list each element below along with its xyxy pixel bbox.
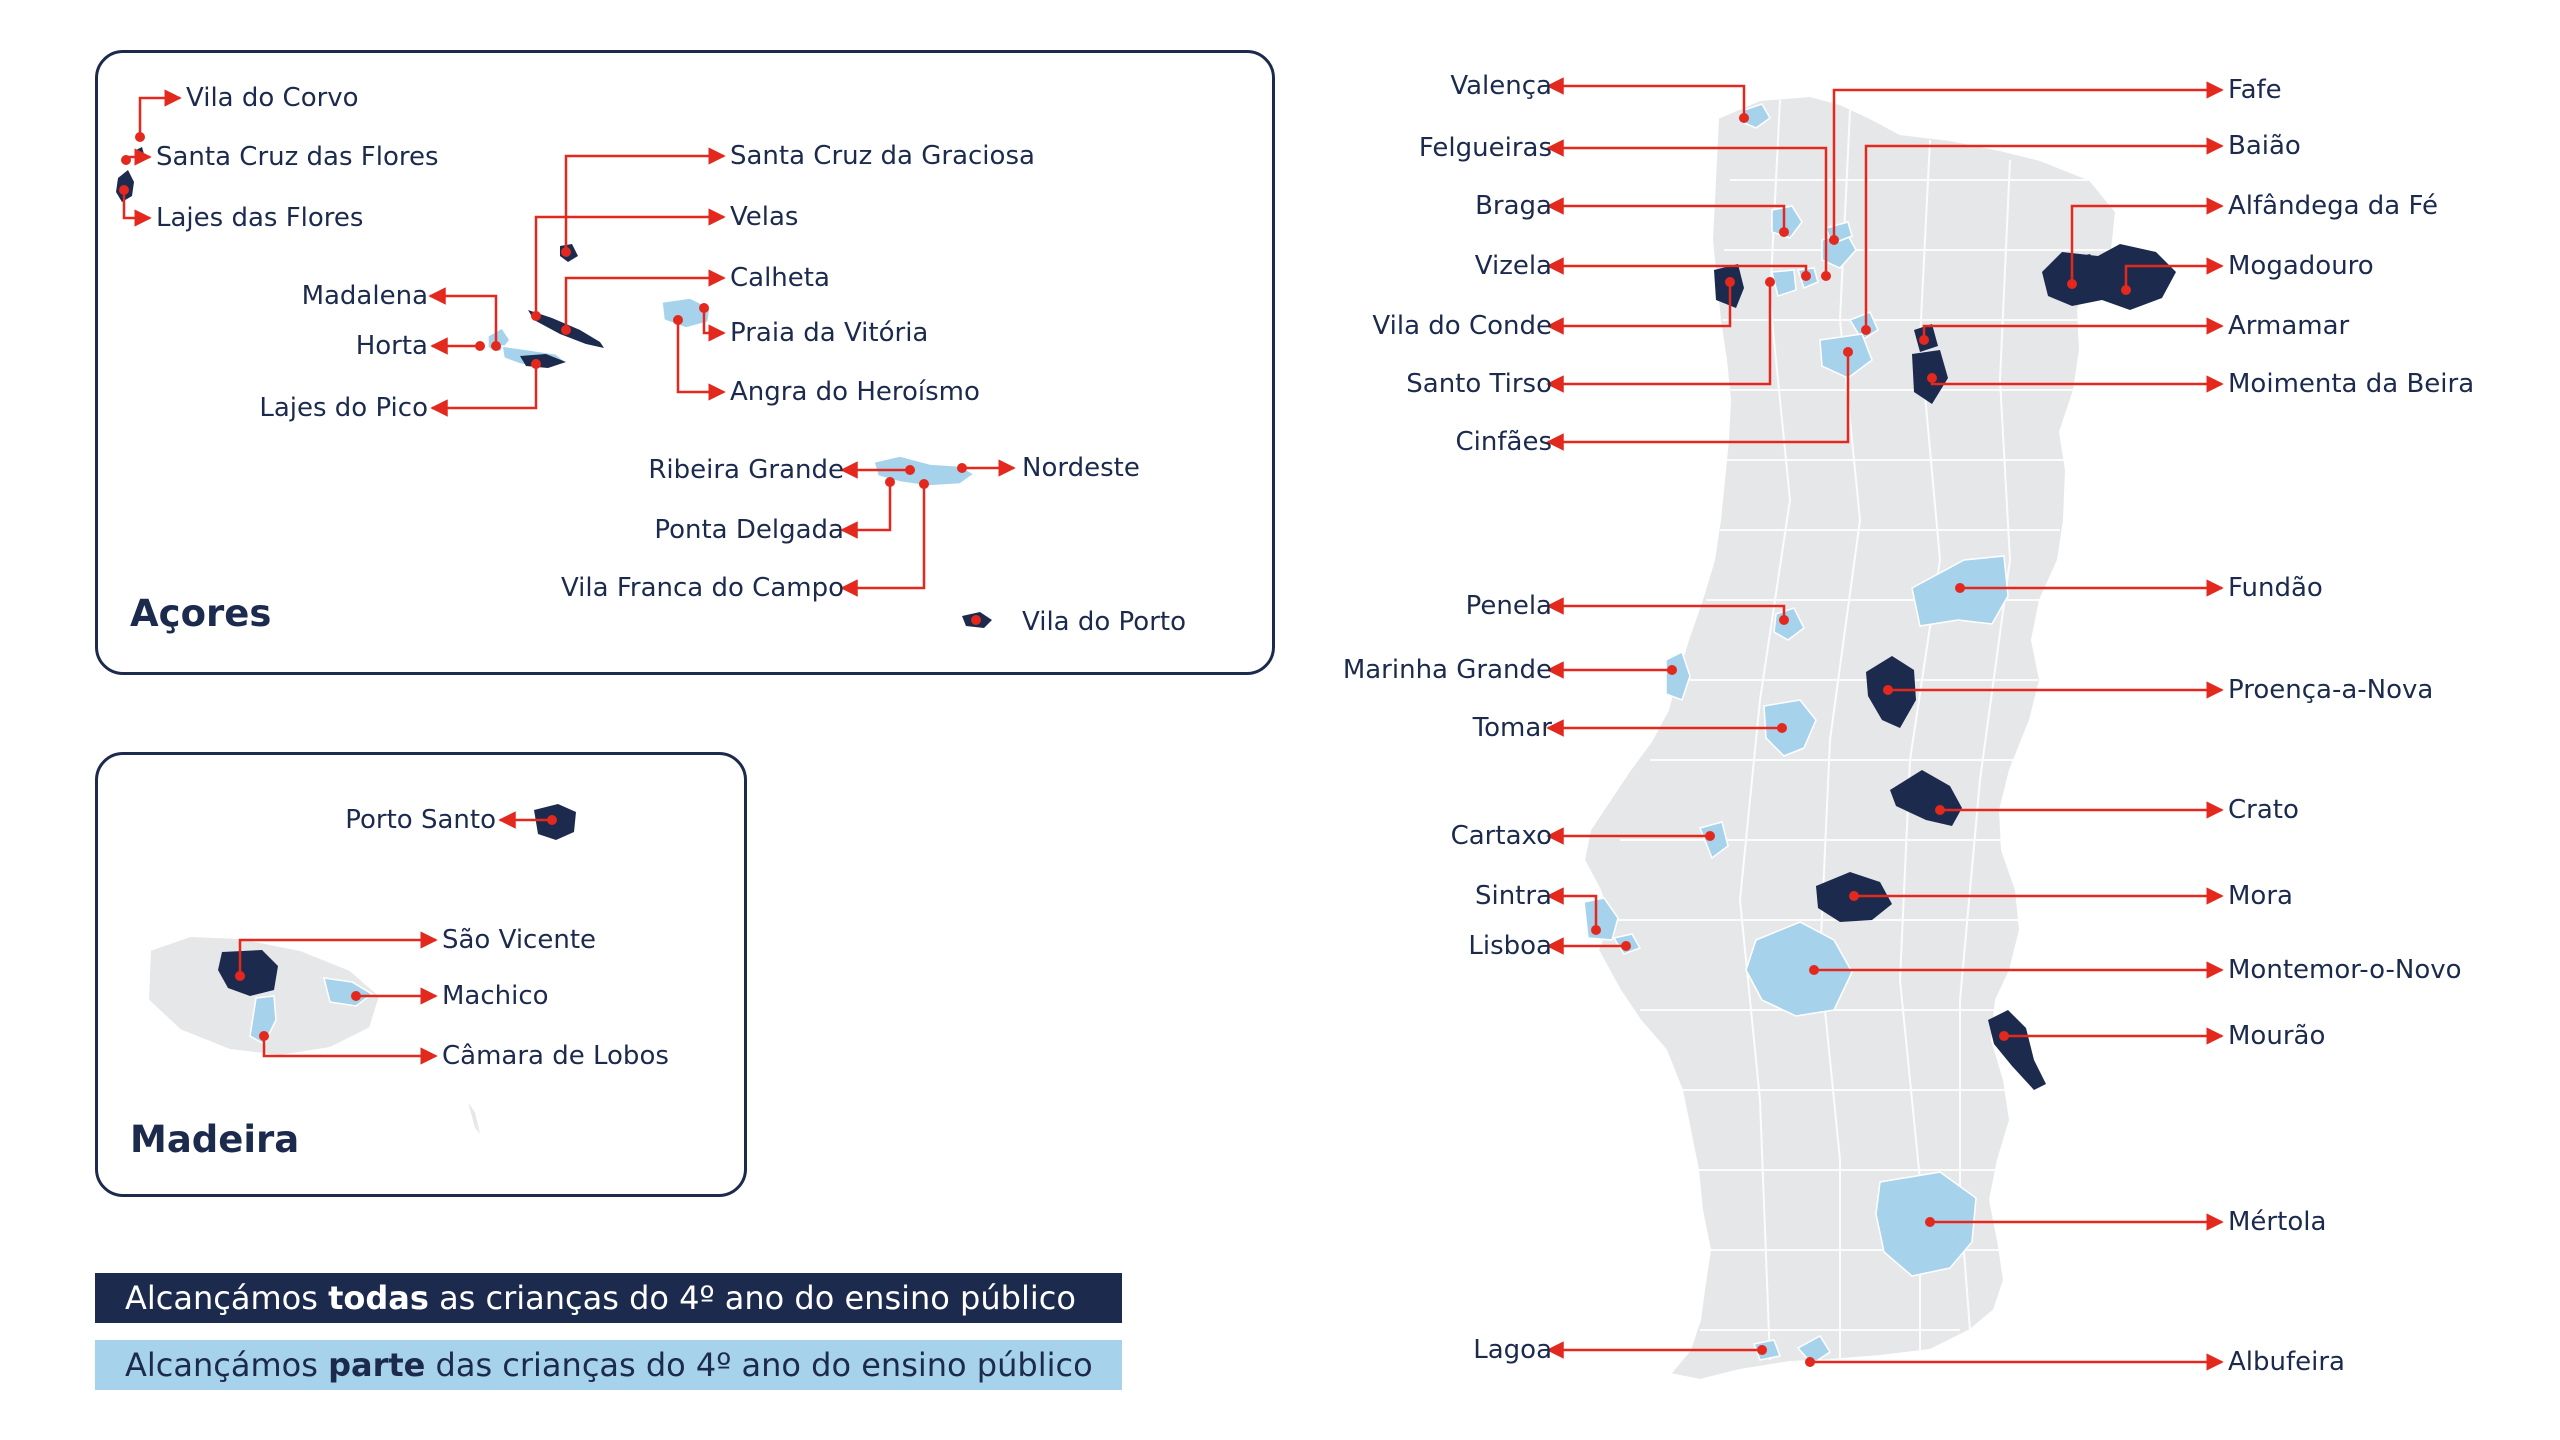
label-calheta: Calheta <box>730 263 830 293</box>
mainland-left-markers <box>1591 113 1853 1355</box>
label-albufeira: Albufeira <box>2228 1347 2345 1377</box>
label-vila-do-porto: Vila do Porto <box>1022 607 1186 637</box>
legend-full-post: as crianças do 4º ano do ensino público <box>428 1279 1076 1317</box>
legend-partial-pre: Alcançámos <box>125 1346 329 1384</box>
madeira-leaders <box>238 811 552 1065</box>
label-horta: Horta <box>355 331 428 361</box>
label-sao-vicente: São Vicente <box>442 925 597 955</box>
label-valenca: Valença <box>1450 71 1552 101</box>
azores-title: Açores <box>130 592 272 635</box>
label-vila-do-conde: Vila do Conde <box>1372 311 1552 341</box>
legend-partial-post: das crianças do 4º ano do ensino público <box>425 1346 1093 1384</box>
legend-full-bold: todas <box>328 1279 429 1317</box>
label-fundao: Fundão <box>2228 573 2323 603</box>
label-ponta-delgada: Ponta Delgada <box>654 515 844 545</box>
madeira-title: Madeira <box>130 1118 300 1161</box>
label-santo-tirso: Santo Tirso <box>1406 369 1552 399</box>
label-angra-do-heroismo: Angra do Heroísmo <box>730 377 980 407</box>
label-ribeira-grande: Ribeira Grande <box>648 455 844 485</box>
legend-partial-bold: parte <box>328 1346 426 1384</box>
municipality-montemor-o-novo <box>1745 921 1853 1017</box>
municipality-cartaxo <box>1698 821 1729 860</box>
municipality-sao-vicente <box>218 950 278 996</box>
label-penela: Penela <box>1465 591 1552 621</box>
municipality-camara-de-lobos <box>249 995 277 1046</box>
label-armamar: Armamar <box>2228 311 2350 341</box>
label-camara-de-lobos: Câmara de Lobos <box>442 1041 669 1071</box>
label-tomar: Tomar <box>1472 713 1552 743</box>
label-santa-cruz-das-flores: Santa Cruz das Flores <box>156 142 439 172</box>
label-lisboa: Lisboa <box>1468 931 1552 961</box>
azores-panel <box>95 50 1275 675</box>
label-praia-da-vitoria: Praia da Vitória <box>730 318 929 348</box>
label-braga: Braga <box>1475 191 1552 221</box>
municipality-mourao <box>1988 1010 2046 1090</box>
legend-partial-coverage: Alcançámos parte das crianças do 4º ano … <box>95 1340 1122 1390</box>
mainland-map <box>1582 94 2176 1382</box>
municipality-santo-tirso <box>1771 269 1797 297</box>
label-machico: Machico <box>442 981 549 1011</box>
municipality-mogadouro <box>2042 244 2176 310</box>
label-lajes-do-pico: Lajes do Pico <box>259 393 428 423</box>
label-alfandega-da-fe: Alfândega da Fé <box>2228 191 2439 221</box>
island-madeira <box>146 934 382 1058</box>
label-fafe: Fafe <box>2228 75 2282 105</box>
municipality-tomar <box>1763 699 1817 757</box>
label-sintra: Sintra <box>1474 881 1552 911</box>
label-marinha-grande: Marinha Grande <box>1342 655 1552 685</box>
legend-full-pre: Alcançámos <box>125 1279 329 1317</box>
madeira-islands <box>146 804 576 1139</box>
label-cinfaes: Cinfães <box>1455 427 1552 457</box>
label-mogadouro: Mogadouro <box>2228 251 2374 281</box>
label-vila-franca-do-campo: Vila Franca do Campo <box>560 573 844 603</box>
label-moimenta-da-beira: Moimenta da Beira <box>2228 369 2475 399</box>
mainland-outline <box>1582 94 2118 1382</box>
island-desertas <box>465 1097 483 1139</box>
mainland-right-leaders <box>1810 81 2224 1371</box>
label-madalena: Madalena <box>301 281 428 311</box>
label-baiao: Baião <box>2228 131 2301 161</box>
label-velas: Velas <box>730 202 799 232</box>
label-crato: Crato <box>2228 795 2299 825</box>
municipality-alfandega-da-fe <box>2066 254 2100 280</box>
label-porto-santo: Porto Santo <box>345 805 496 835</box>
label-mertola: Mértola <box>2228 1207 2327 1237</box>
madeira-markers <box>235 815 557 1041</box>
label-cartaxo: Cartaxo <box>1450 821 1552 851</box>
label-lajes-das-flores: Lajes das Flores <box>156 203 364 233</box>
label-vizela: Vizela <box>1474 251 1552 281</box>
azores-markers <box>119 132 981 625</box>
label-santa-cruz-da-graciosa: Santa Cruz da Graciosa <box>730 141 1035 171</box>
municipality-marinha-grande <box>1665 650 1691 701</box>
label-nordeste: Nordeste <box>1022 453 1140 483</box>
label-proenca-a-nova: Proença-a-Nova <box>2228 675 2434 705</box>
label-lagoa: Lagoa <box>1473 1335 1552 1365</box>
label-felgueiras: Felgueiras <box>1418 133 1552 163</box>
mainland-right-markers <box>1805 235 2131 1367</box>
label-vila-do-corvo: Vila do Corvo <box>186 83 359 113</box>
legend-full-coverage: Alcançámos todas as crianças do 4º ano d… <box>95 1273 1122 1323</box>
label-mourao: Mourão <box>2228 1021 2326 1051</box>
label-mora: Mora <box>2228 881 2293 911</box>
azores-leaders <box>122 89 1016 597</box>
label-montemor-o-novo: Montemor-o-Novo <box>2228 955 2462 985</box>
island-corvo <box>136 147 144 156</box>
